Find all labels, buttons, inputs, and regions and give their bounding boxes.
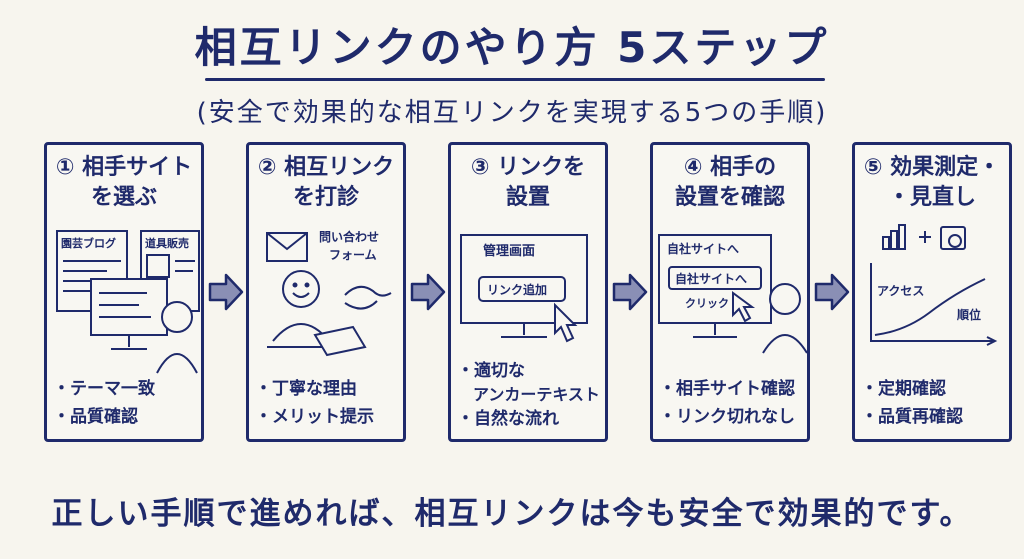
step-5-title: ⑤ 効果測定・ ・見直し — [855, 153, 1009, 213]
garden-image-icon — [146, 254, 170, 278]
step-1-title-line1: ① 相手サイト — [55, 155, 193, 180]
step-2-bullet-1: 丁寧な理由 — [255, 375, 401, 403]
site-b-label: 道具販売 — [145, 236, 189, 250]
site-a-label: 園芸ブログ — [61, 236, 116, 250]
step-3-title: ③ リンクを 設置 — [451, 153, 605, 213]
step-3-bullet-1: 適切な — [457, 359, 603, 383]
smiling-person-icon — [282, 270, 320, 308]
step-5-bullet-2: 品質再確認 — [861, 403, 1007, 431]
paper-icon — [313, 325, 367, 357]
form-label-line1: 問い合わせ — [319, 229, 379, 244]
monitor-icon — [90, 278, 168, 336]
footer-message: 正しい手順で進めれば、相互リンクは今も安全で効果的です。 — [51, 496, 973, 532]
add-link-label: リンク追加 — [487, 282, 547, 297]
arrow-right-icon — [814, 273, 850, 311]
link-text-top: 自社サイトへ — [667, 241, 739, 256]
step-2-bullets: 丁寧な理由 メリット提示 — [255, 375, 401, 431]
step-1-card: ① 相手サイト を選ぶ 園芸ブログ 道具販売 テーマ一致 品質確認 — [44, 142, 204, 442]
click-label: クリック — [685, 297, 729, 310]
growth-curve — [874, 278, 986, 336]
form-label-line2: フォーム — [329, 248, 377, 262]
step-4-bullet-1: 相手サイト確認 — [659, 375, 805, 403]
step-4-bullet-2: リンク切れなし — [659, 403, 805, 431]
step-1-illustration: 園芸ブログ 道具販売 — [56, 230, 200, 374]
step-1-title: ① 相手サイト を選ぶ — [47, 153, 201, 213]
graph-axes — [870, 263, 995, 342]
step-4-card: ④ 相手の 設置を確認 自社サイトへ 自社サイトへ クリック 相手サイト確認 リ… — [650, 142, 810, 442]
step-3-title-line2: 設置 — [505, 185, 550, 210]
title-underline — [205, 78, 825, 81]
step-2-bullet-2: メリット提示 — [255, 403, 401, 431]
add-link-button-shape — [478, 276, 566, 302]
step-2-illustration: 問い合わせ フォーム — [266, 229, 392, 357]
step-1-bullet-1: テーマ一致 — [53, 375, 199, 403]
step-1-title-line2: を選ぶ — [90, 185, 157, 210]
step-5-illustration: アクセス 順位 — [870, 224, 998, 346]
cursor-icon — [732, 291, 756, 323]
step-5-title-line1: ⑤ 効果測定・ — [863, 155, 1001, 180]
handshake-icon — [344, 285, 392, 297]
step-5-bullets: 定期確認 品質再確認 — [861, 375, 1007, 431]
step-3-illustration: 管理画面 リンク追加 — [460, 234, 588, 343]
step-3-bullet-1-continuation: アンカーテキスト — [473, 385, 600, 404]
step-4-illustration: 自社サイトへ 自社サイトへ クリック — [658, 234, 807, 354]
link-text-box: 自社サイトへ — [675, 271, 747, 286]
page-subtitle: (安全で効果的な相互リンクを実現する5つの手順) — [196, 98, 828, 128]
arrow-right-icon — [612, 273, 648, 311]
access-label: アクセス — [877, 284, 924, 298]
admin-screen-title: 管理画面 — [483, 243, 535, 259]
step-3-bullets: 適切な アンカーテキスト 自然な流れ — [457, 359, 603, 431]
step-2-title-line1: ② 相互リンク — [257, 155, 395, 180]
step-2-title-line2: を打診 — [292, 185, 359, 210]
step-4-title-line2: 設置を確認 — [674, 185, 785, 210]
step-2-card: ② 相互リンク を打診 問い合わせ フォーム 丁寧な理由 メリット提示 — [246, 142, 406, 442]
step-3-card: ③ リンクを 設置 管理画面 リンク追加 適切な アンカーテキスト 自然な流れ — [448, 142, 608, 442]
link-box-shape — [668, 266, 762, 290]
bar-chart-icon — [882, 236, 890, 250]
cursor-hand-icon — [554, 302, 578, 343]
step-5-card: ⑤ 効果測定・ ・見直し アクセス 順位 定期確認 品質再確認 — [852, 142, 1012, 442]
step-5-title-line2: ・見直し — [887, 185, 976, 210]
rank-label: 順位 — [956, 307, 981, 322]
person-icon — [161, 301, 193, 333]
step-2-title: ② 相互リンク を打診 — [249, 153, 403, 213]
step-1-bullets: テーマ一致 品質確認 — [53, 375, 199, 431]
step-3-title-line1: ③ リンクを — [470, 155, 586, 180]
step-5-bullet-1: 定期確認 — [861, 375, 1007, 403]
step-4-title: ④ 相手の 設置を確認 — [653, 153, 807, 213]
step-3-bullet-2: 自然な流れ — [457, 407, 603, 431]
arrow-right-icon — [208, 273, 244, 311]
step-4-bullets: 相手サイト確認 リンク切れなし — [659, 375, 805, 431]
arrow-right-icon — [410, 273, 446, 311]
step-4-title-line1: ④ 相手の — [683, 155, 777, 180]
step-1-bullet-2: 品質確認 — [53, 403, 199, 431]
page-title: 相互リンクのやり方 5ステップ — [194, 23, 830, 72]
person-icon — [769, 283, 801, 315]
